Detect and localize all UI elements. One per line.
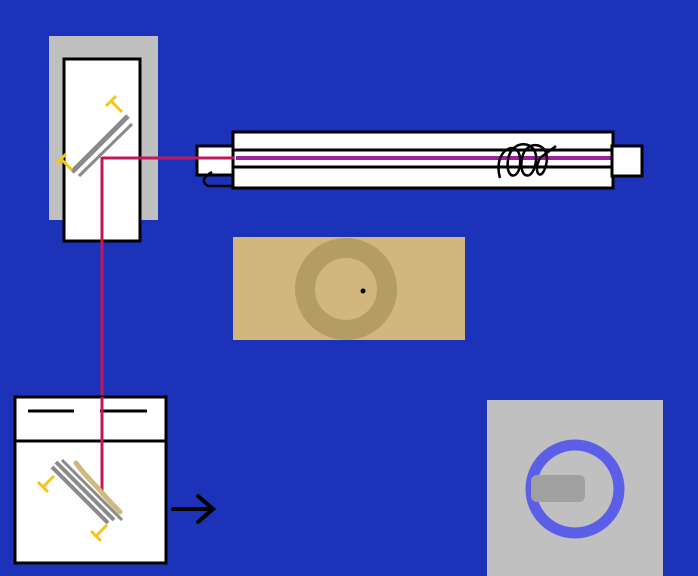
target-plate bbox=[233, 237, 465, 340]
upper-mirror-icon bbox=[70, 114, 134, 178]
laser-tube bbox=[195, 130, 644, 190]
detector-slot bbox=[531, 475, 585, 502]
target-center-dot bbox=[360, 288, 366, 294]
laser-tube-right-cap bbox=[610, 144, 644, 178]
lower-screw-bottom-icon bbox=[89, 523, 109, 543]
upper-mirror-mount bbox=[49, 36, 158, 243]
upper-screw-top-icon bbox=[104, 94, 124, 114]
lower-mirror-icon bbox=[50, 458, 124, 525]
target-ring bbox=[295, 238, 397, 340]
coil-spring-icon bbox=[497, 143, 557, 179]
upper-screw-bottom-icon bbox=[54, 152, 74, 172]
right-arrow-icon bbox=[171, 494, 217, 524]
laser-tube-cable bbox=[202, 170, 236, 188]
lower-mirror-mount bbox=[13, 395, 168, 565]
laser-tube-left-cap bbox=[195, 144, 236, 177]
lower-screw-left-icon bbox=[36, 474, 56, 494]
detector-panel bbox=[487, 400, 663, 576]
